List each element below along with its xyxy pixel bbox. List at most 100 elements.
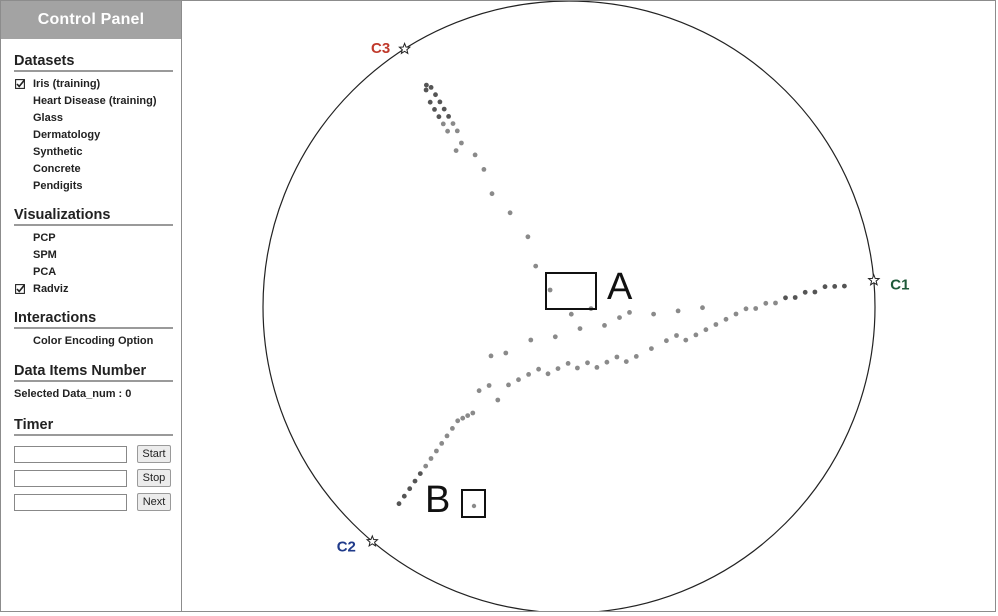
data-point[interactable]	[693, 332, 699, 338]
data-point[interactable]	[428, 85, 434, 90]
dataset-item-glass[interactable]: Glass	[14, 110, 173, 127]
data-point[interactable]	[428, 456, 434, 461]
checkbox-checked-icon[interactable]	[15, 79, 25, 89]
data-point[interactable]	[407, 486, 413, 492]
data-point[interactable]	[536, 366, 541, 372]
data-point[interactable]	[432, 107, 437, 112]
data-point[interactable]	[842, 283, 847, 289]
data-point[interactable]	[460, 415, 466, 421]
timer-next-field[interactable]	[14, 493, 127, 511]
data-point[interactable]	[412, 478, 418, 484]
data-point[interactable]	[445, 128, 450, 134]
data-point[interactable]	[633, 354, 639, 359]
data-point[interactable]	[437, 99, 443, 105]
stop-button[interactable]: Stop	[137, 469, 171, 487]
data-point[interactable]	[434, 448, 439, 454]
data-point[interactable]	[533, 263, 539, 269]
data-point[interactable]	[436, 114, 442, 120]
data-point[interactable]	[439, 441, 445, 446]
data-point[interactable]	[481, 167, 487, 172]
data-point[interactable]	[525, 234, 531, 240]
checkbox-checked-icon[interactable]	[15, 284, 25, 294]
timer-stop-field[interactable]	[14, 469, 127, 487]
data-point[interactable]	[743, 306, 749, 312]
data-point[interactable]	[602, 323, 607, 328]
dataset-item-iris-training[interactable]: Iris (training)	[14, 76, 173, 93]
visualization-item-radviz[interactable]: Radviz	[14, 281, 173, 298]
data-point[interactable]	[700, 305, 705, 311]
data-point[interactable]	[783, 295, 788, 301]
data-point[interactable]	[802, 289, 808, 295]
data-point[interactable]	[401, 493, 407, 499]
data-point[interactable]	[476, 388, 482, 394]
data-point[interactable]	[822, 284, 828, 290]
dataset-item-concrete[interactable]: Concrete	[14, 161, 173, 178]
data-point[interactable]	[617, 315, 622, 320]
data-point[interactable]	[424, 82, 429, 88]
data-point[interactable]	[763, 300, 769, 306]
data-point[interactable]	[664, 338, 669, 344]
visualization-item-pca[interactable]: PCA	[14, 264, 173, 281]
data-point[interactable]	[440, 121, 446, 127]
data-point[interactable]	[396, 501, 402, 507]
anchor-c2-star-icon[interactable]	[365, 534, 379, 548]
dataset-item-synthetic[interactable]: Synthetic	[14, 144, 173, 161]
data-point[interactable]	[545, 371, 551, 377]
data-point[interactable]	[683, 337, 689, 343]
data-point[interactable]	[454, 128, 460, 134]
data-point[interactable]	[489, 191, 495, 197]
anchor-c3-star-icon[interactable]	[398, 42, 412, 55]
data-point[interactable]	[627, 310, 632, 315]
data-point[interactable]	[674, 333, 679, 338]
data-point[interactable]	[713, 322, 719, 327]
data-point[interactable]	[427, 99, 433, 105]
data-point[interactable]	[723, 316, 729, 322]
data-point[interactable]	[568, 311, 574, 317]
data-point[interactable]	[444, 433, 450, 439]
data-point[interactable]	[450, 426, 455, 431]
visualization-item-pcp[interactable]: PCP	[14, 230, 173, 247]
data-point[interactable]	[526, 372, 531, 377]
start-button[interactable]: Start	[137, 445, 171, 463]
data-point[interactable]	[423, 463, 429, 469]
data-point[interactable]	[604, 359, 610, 365]
data-point[interactable]	[495, 397, 501, 403]
next-button[interactable]: Next	[137, 493, 171, 511]
dataset-item-pendigits[interactable]: Pendigits	[14, 178, 173, 195]
data-point[interactable]	[565, 361, 571, 366]
data-point[interactable]	[441, 106, 447, 112]
data-point[interactable]	[506, 382, 511, 388]
data-point[interactable]	[503, 350, 509, 356]
data-point[interactable]	[585, 360, 590, 366]
data-point[interactable]	[516, 377, 521, 383]
data-point[interactable]	[547, 287, 553, 293]
data-point[interactable]	[465, 413, 471, 418]
data-point[interactable]	[675, 308, 681, 314]
interaction-item-color-encoding-option[interactable]: Color Encoding Option	[14, 333, 173, 350]
data-point[interactable]	[459, 140, 464, 146]
data-point[interactable]	[417, 471, 423, 476]
data-point[interactable]	[453, 148, 459, 154]
data-point[interactable]	[575, 365, 580, 371]
data-point[interactable]	[577, 326, 583, 331]
data-point[interactable]	[649, 346, 654, 351]
data-point[interactable]	[623, 359, 629, 364]
data-point[interactable]	[433, 92, 438, 98]
data-point[interactable]	[614, 354, 620, 360]
data-point[interactable]	[651, 311, 656, 317]
data-point[interactable]	[450, 121, 456, 126]
data-point[interactable]	[594, 365, 600, 370]
data-point[interactable]	[733, 311, 739, 317]
data-point[interactable]	[792, 295, 798, 300]
data-point[interactable]	[446, 114, 451, 119]
data-point[interactable]	[528, 337, 534, 343]
visualization-item-spm[interactable]: SPM	[14, 247, 173, 264]
anchor-c1-star-icon[interactable]	[867, 273, 881, 286]
data-point[interactable]	[552, 334, 558, 340]
data-point[interactable]	[507, 210, 513, 216]
data-point[interactable]	[703, 327, 709, 333]
data-point[interactable]	[470, 410, 476, 416]
data-point[interactable]	[488, 353, 494, 359]
data-point[interactable]	[486, 383, 492, 388]
dataset-item-dermatology[interactable]: Dermatology	[14, 127, 173, 144]
